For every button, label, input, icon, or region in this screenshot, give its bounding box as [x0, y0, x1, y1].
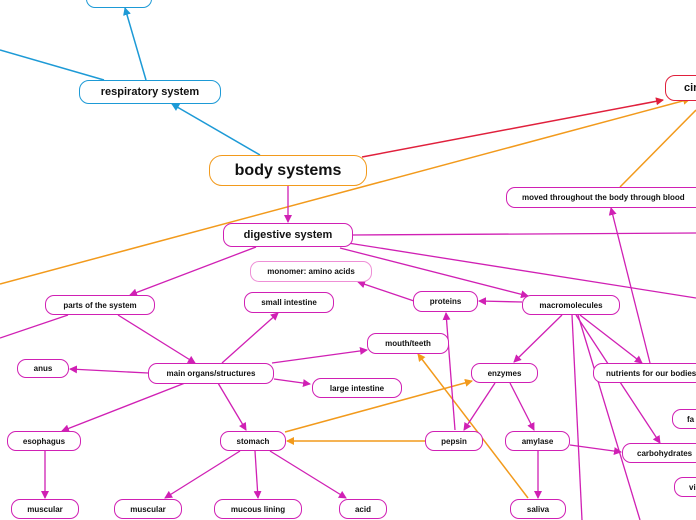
edge-respiratory-offscreen: [0, 49, 105, 81]
node-nutrients-for-our-bodies[interactable]: nutrients for our bodies: [593, 363, 696, 383]
digestive-edges: [0, 186, 696, 520]
circulatory-edges: [361, 97, 664, 158]
node-stomach[interactable]: stomach: [220, 431, 286, 451]
edge-stomach-to-enzymes: [284, 378, 473, 433]
edge-digestive: [339, 247, 529, 299]
edge-moved-to-circulatory: [619, 109, 696, 188]
node-monomer-amino-acids[interactable]: monomer: amino acids: [250, 261, 372, 282]
edge-digestive: [509, 382, 535, 431]
edge-digestive: [577, 314, 641, 520]
node-muscular-esophagus[interactable]: muscular: [11, 499, 79, 519]
node-carbohydrates[interactable]: carbohydrates: [622, 443, 696, 463]
edge-digestive: [221, 312, 279, 364]
edge-digestive: [61, 382, 186, 433]
node-vi-partial[interactable]: vi: [674, 477, 696, 497]
edge-digestive: [347, 242, 696, 299]
edge-digestive: [357, 280, 415, 302]
edge-respiratory-to-top: [123, 7, 147, 81]
node-mouth-teeth[interactable]: mouth/teeth: [367, 333, 449, 354]
edge-digestive: [463, 382, 496, 431]
edge-digestive: [217, 382, 247, 431]
node-main-organs-structures[interactable]: main organs/structures: [148, 363, 274, 384]
edge-digestive: [253, 450, 262, 499]
edge-digestive: [164, 450, 241, 499]
node-proteins[interactable]: proteins: [413, 291, 478, 312]
node-enzymes[interactable]: enzymes: [471, 363, 538, 383]
edge-digestive: [0, 314, 69, 339]
node-respiratory-system[interactable]: respiratory system: [79, 80, 221, 104]
node-acid[interactable]: acid: [339, 499, 387, 519]
edge-digestive: [117, 314, 196, 364]
edge-offscreen-to-circulatory: [0, 96, 691, 285]
edge-digestive: [442, 312, 456, 431]
node-body-systems[interactable]: body systems: [209, 155, 367, 186]
edge-digestive: [69, 365, 149, 374]
node-parts-of-the-system[interactable]: parts of the system: [45, 295, 155, 315]
edge-digestive: [269, 450, 347, 499]
edge-digestive: [513, 314, 563, 363]
node-top-cut[interactable]: [86, 0, 152, 8]
edge-digestive: [273, 378, 311, 387]
edge-digestive: [579, 314, 643, 364]
node-esophagus[interactable]: esophagus: [7, 431, 81, 451]
edge-digestive: [129, 246, 257, 297]
node-amylase[interactable]: amylase: [505, 431, 570, 451]
node-pepsin[interactable]: pepsin: [425, 431, 483, 451]
edge-digestive: [351, 232, 696, 236]
node-mucous-lining[interactable]: mucous lining: [214, 499, 302, 519]
node-muscular-stomach[interactable]: muscular: [114, 499, 182, 519]
node-fa-partial[interactable]: fa: [672, 409, 696, 429]
edge-body-to-circulatory: [361, 97, 664, 158]
respiratory-edges: [0, 7, 261, 156]
edge-digestive: [271, 346, 368, 364]
node-moved-throughout-body[interactable]: moved throughout the body through blood: [506, 187, 696, 208]
node-large-intestine[interactable]: large intestine: [312, 378, 402, 398]
node-small-intestine[interactable]: small intestine: [244, 292, 334, 313]
node-anus[interactable]: anus: [17, 359, 69, 378]
cross-link-edges: [0, 96, 696, 499]
edge-body-to-respiratory: [171, 103, 261, 156]
node-digestive-system[interactable]: digestive system: [223, 223, 353, 247]
edge-digestive: [608, 207, 651, 364]
node-macromolecules[interactable]: macromolecules: [522, 295, 620, 315]
node-saliva[interactable]: saliva: [510, 499, 566, 519]
edge-saliva-to-mouth: [417, 353, 529, 499]
edge-digestive: [478, 297, 523, 306]
node-circulatory-system[interactable]: cir: [665, 75, 696, 101]
edge-digestive: [569, 444, 622, 456]
edge-digestive: [571, 314, 583, 520]
